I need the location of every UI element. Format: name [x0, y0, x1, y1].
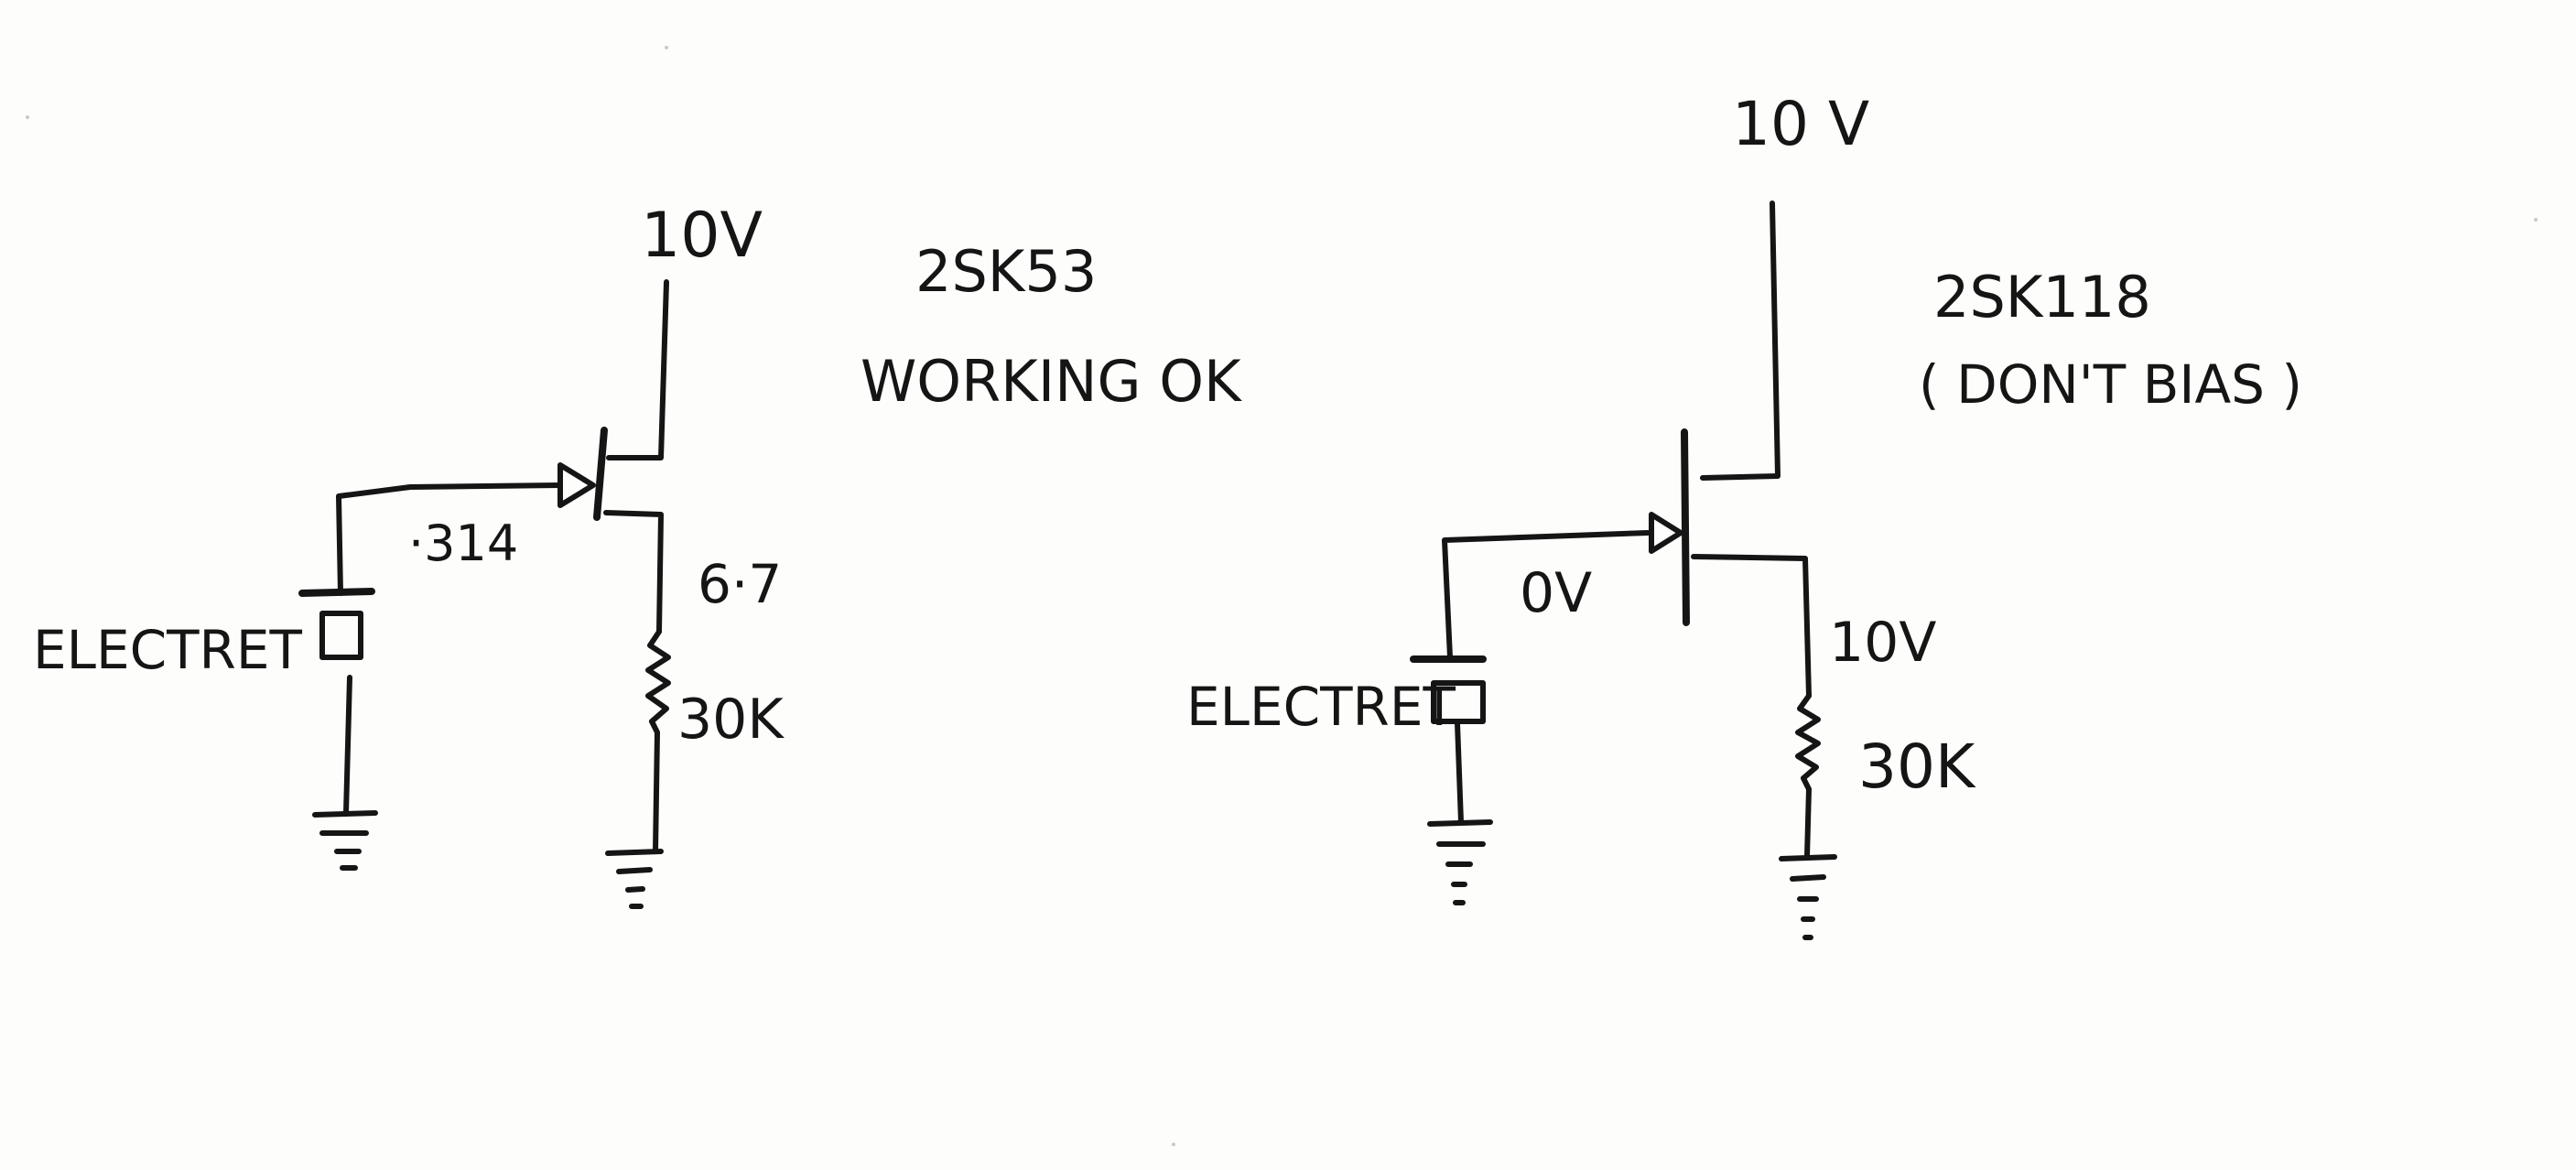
left-resistor	[645, 629, 671, 854]
right-resistor-ground	[1779, 854, 1837, 940]
right-part-label: 2SK118	[1933, 264, 2151, 330]
left-resistor-ground	[605, 849, 664, 909]
left-status-label: WORKING OK	[860, 348, 1242, 415]
left-gate-voltage-label: ·314	[408, 515, 518, 572]
left-mic-label: ELECTRET	[33, 619, 302, 681]
right-gate-voltage-label: 0V	[1520, 561, 1592, 625]
right-gate-arrow	[1649, 512, 1683, 554]
right-gate-wire	[1442, 530, 1651, 660]
left-electret-capsule	[319, 611, 363, 660]
left-electret-plate	[298, 588, 375, 597]
circuit-left: 10V 2SK53 WORKING OK ·314 6·7 30K ELECTR…	[33, 200, 1242, 909]
circuit-right: 10 V 2SK118 ( DON'T BIAS ) 0V 10V 30K EL…	[1186, 89, 2302, 940]
left-electret-ground-wire	[343, 675, 352, 816]
left-electret-ground	[312, 810, 378, 871]
left-gate-arrow	[557, 462, 596, 508]
right-note-label: ( DON'T BIAS )	[1919, 353, 2302, 416]
left-resistor-label: 30K	[677, 688, 785, 752]
left-part-label: 2SK53	[915, 238, 1097, 305]
right-resistor	[1795, 693, 1821, 860]
left-source-wire	[603, 510, 664, 634]
right-jfet-channel	[1681, 428, 1690, 626]
left-gate-wire	[336, 482, 563, 596]
left-supply-label: 10V	[641, 200, 763, 272]
right-electret-ground	[1427, 819, 1493, 905]
left-supply-wire	[606, 279, 669, 460]
left-source-voltage-label: 6·7	[698, 553, 782, 615]
right-source-wire	[1691, 554, 1812, 699]
right-resistor-label: 30K	[1858, 731, 1976, 802]
right-electret-ground-wire	[1455, 720, 1464, 825]
right-source-voltage-label: 10V	[1829, 611, 1936, 675]
paper-specks	[26, 46, 2538, 1146]
left-jfet-channel	[593, 427, 608, 521]
right-supply-wire	[1700, 200, 1780, 481]
right-mic-label: ELECTRET	[1186, 676, 1456, 738]
right-supply-label: 10 V	[1732, 89, 1869, 159]
